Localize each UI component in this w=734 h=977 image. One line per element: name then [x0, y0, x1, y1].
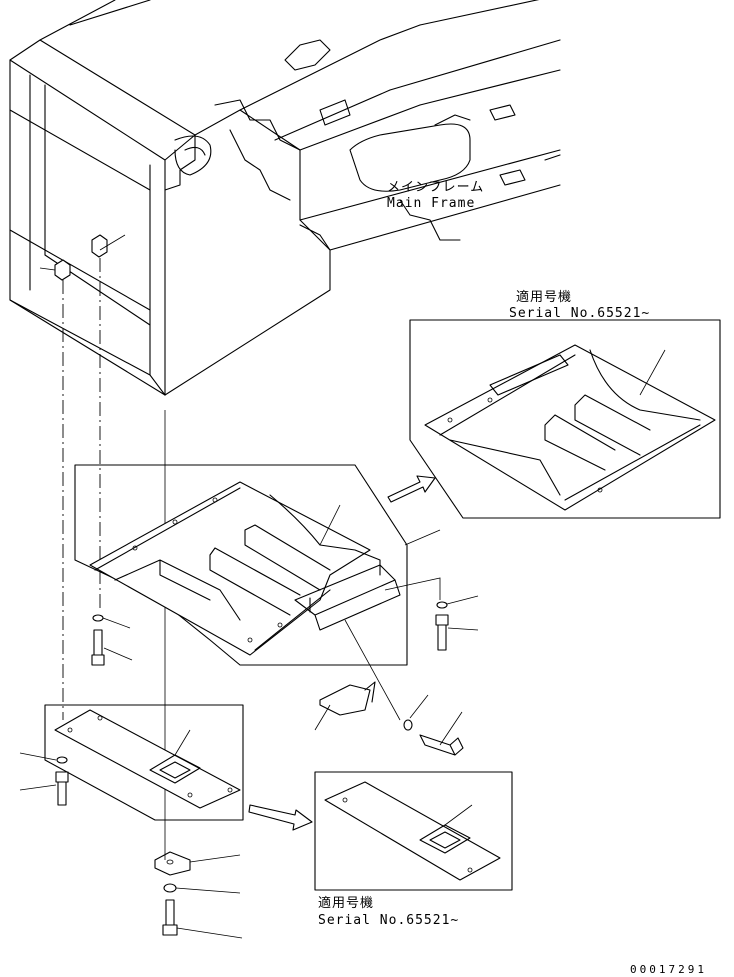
bracket-center [314, 619, 464, 756]
serial-label-en-lower: Serial No.65521~ [318, 913, 460, 928]
arrow-upper [387, 475, 436, 503]
main-frame-label-en: Main Frame [387, 196, 476, 211]
arrow-lower [248, 804, 313, 831]
under-cover-assembly [74, 464, 441, 666]
serial-label-jp-lower: 適用号機 [318, 896, 375, 911]
serial-label-en-upper: Serial No.65521~ [509, 306, 651, 321]
bolt-left-upper [91, 614, 133, 666]
main-frame [9, 0, 561, 396]
bracket-lower [154, 851, 243, 939]
variant-lower-box [314, 771, 513, 891]
bolt-left-lower [19, 752, 69, 806]
lower-cover-box [44, 704, 244, 821]
variant-cover-box [409, 319, 721, 519]
bolt-washer-right [435, 595, 479, 651]
serial-label-jp-upper: 適用号機 [516, 290, 573, 305]
main-frame-label-jp: メインフレーム [387, 180, 485, 195]
drawing-number: 00017291 [630, 963, 707, 976]
